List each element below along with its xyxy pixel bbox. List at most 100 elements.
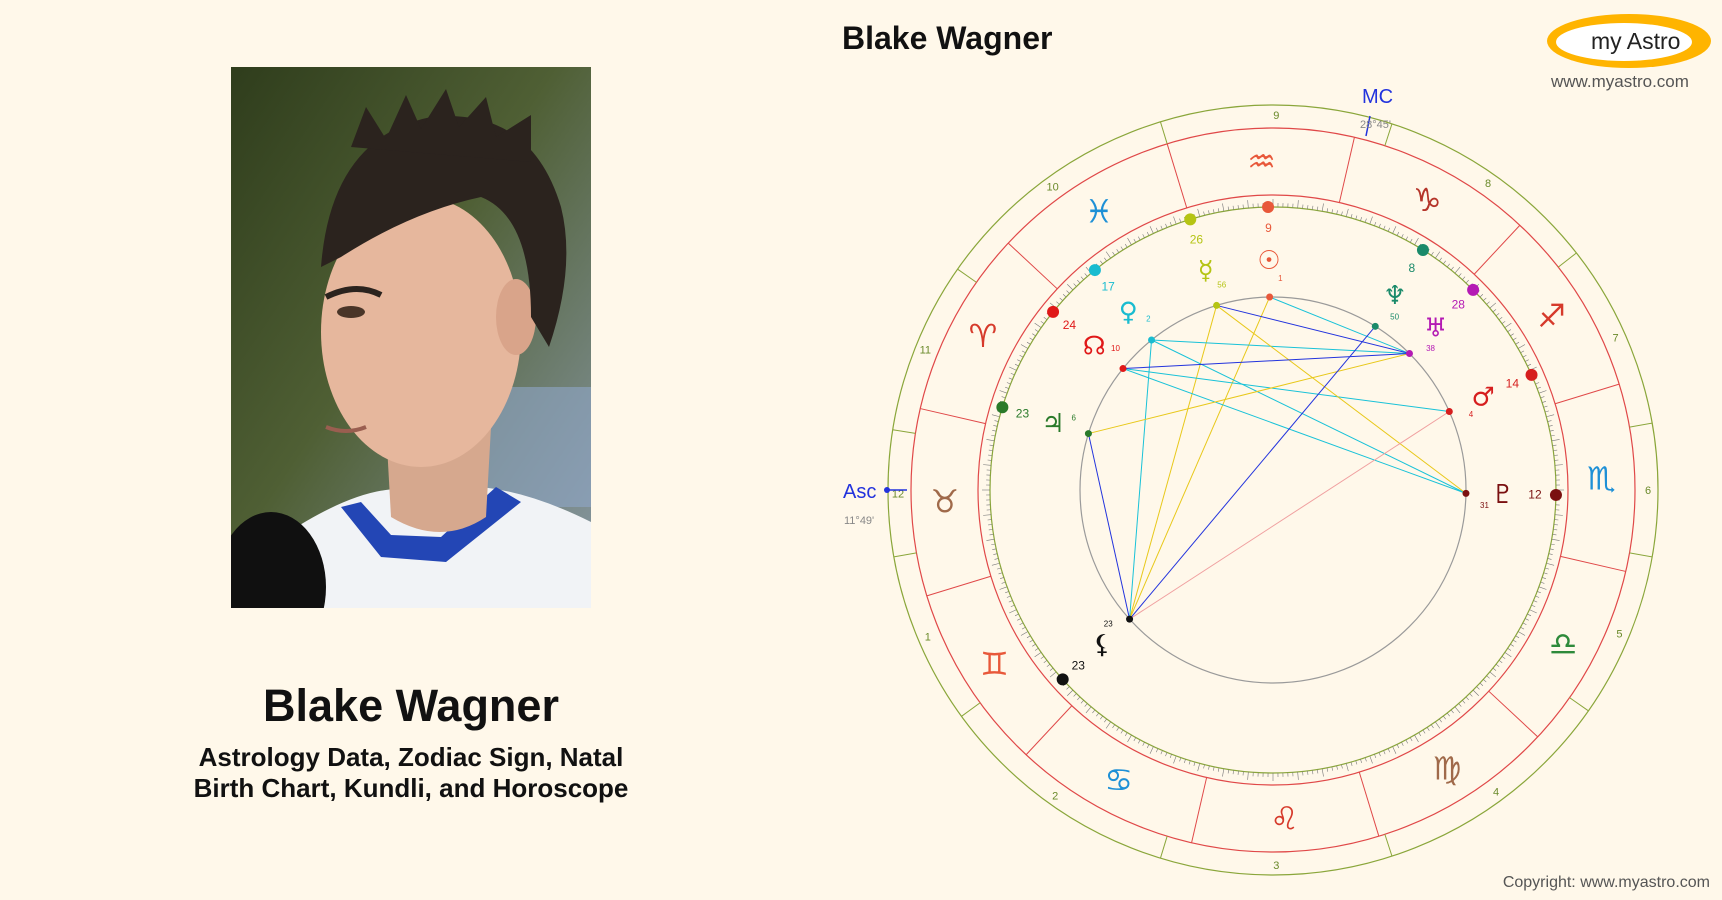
mercury-aspect-dot <box>1213 301 1221 309</box>
degree-tick <box>1331 766 1333 771</box>
sign-divider <box>1007 242 1058 290</box>
degree-tick <box>1312 770 1314 775</box>
degree-tick <box>998 572 1003 575</box>
degree-tick <box>1544 567 1549 570</box>
aspect-line <box>1129 305 1218 620</box>
degree-tick <box>1396 231 1400 236</box>
house-cusp <box>892 429 916 434</box>
degree-tick <box>1551 439 1560 442</box>
degree-tick <box>1165 223 1168 228</box>
degree-tick <box>1127 734 1132 743</box>
degree-tick <box>1066 686 1070 690</box>
degree-tick <box>1137 739 1141 744</box>
degree-tick <box>1350 214 1353 219</box>
degree-tick <box>1034 329 1039 332</box>
neptune-aspect-dot <box>1371 322 1379 330</box>
degree-tick <box>1531 604 1536 608</box>
degree-tick <box>1104 718 1107 723</box>
degree-tick <box>1080 276 1084 280</box>
house-number: 4 <box>1493 786 1499 798</box>
degree-tick <box>1510 643 1514 647</box>
degree-tick <box>1512 639 1517 643</box>
degree-tick <box>1527 613 1532 617</box>
degree-tick <box>1004 386 1009 389</box>
degree-tick <box>988 449 993 451</box>
degree-tick <box>1486 675 1490 679</box>
house-number: 2 <box>1052 790 1058 802</box>
chart-title: Blake Wagner <box>842 20 1053 56</box>
degree-tick <box>1247 200 1249 209</box>
venus-minute-label: 2 <box>1146 314 1151 323</box>
degree-tick <box>1369 755 1373 764</box>
site-url[interactable]: www.myastro.com <box>1551 72 1689 91</box>
degree-tick <box>1032 333 1036 337</box>
north-node-icon: ☊ <box>1083 331 1106 361</box>
degree-tick <box>1341 764 1343 769</box>
degree-tick <box>1414 237 1419 246</box>
degree-tick <box>1160 225 1163 230</box>
pluto-icon: ♇ <box>1491 480 1514 510</box>
north-node-degree-label: 24 <box>1063 318 1077 332</box>
degree-tick <box>1383 750 1386 755</box>
aspect-line <box>1216 305 1467 494</box>
degree-tick <box>1084 273 1088 277</box>
degree-tick <box>1188 760 1191 765</box>
mc-label: MC <box>1362 86 1393 108</box>
sign-divider <box>1560 555 1626 572</box>
jupiter-icon: ♃ <box>1041 409 1064 439</box>
degree-tick <box>1019 354 1024 358</box>
degree-tick <box>1550 434 1555 437</box>
degree-tick <box>1446 263 1450 268</box>
venus-position-dot <box>1088 264 1101 277</box>
degree-tick <box>1316 769 1319 774</box>
sign-cancer-icon: ♋ <box>1104 761 1133 799</box>
degree-tick <box>1501 656 1506 659</box>
degree-tick <box>1029 337 1034 341</box>
degree-tick <box>1465 279 1469 284</box>
degree-tick <box>1401 234 1404 238</box>
myastro-logo[interactable]: my Astro <box>1544 11 1715 71</box>
mars-position-dot <box>1525 368 1538 381</box>
degree-tick <box>1197 763 1201 772</box>
sun-icon: ☉ <box>1257 246 1280 276</box>
degree-tick <box>983 464 992 466</box>
lilith-icon: ⚸ <box>1093 630 1112 660</box>
degree-tick <box>1439 718 1442 723</box>
degree-tick <box>1510 333 1514 337</box>
degree-tick <box>1495 663 1500 667</box>
degree-tick <box>1355 760 1358 765</box>
pluto-minute-label: 31 <box>1480 501 1489 510</box>
degree-tick <box>1092 709 1096 714</box>
degree-tick <box>1547 558 1552 560</box>
degree-tick <box>1550 543 1555 546</box>
page-subtitle: Astrology Data, Zodiac Sign, Natal Birth… <box>0 742 822 804</box>
degree-tick <box>1543 572 1548 575</box>
aspect-line <box>1087 433 1131 620</box>
jupiter-position-dot <box>996 401 1009 414</box>
degree-tick <box>1100 260 1103 265</box>
degree-tick <box>1014 363 1019 367</box>
degree-tick <box>994 558 999 560</box>
degree-tick <box>1553 449 1558 451</box>
degree-tick <box>997 567 1002 570</box>
degree-tick <box>1479 682 1484 686</box>
degree-tick <box>1431 251 1434 256</box>
degree-tick <box>1364 757 1367 762</box>
sign-virgo-icon: ♍ <box>1433 750 1462 788</box>
degree-tick <box>1435 251 1441 259</box>
degree-tick <box>1483 679 1487 683</box>
degree-tick <box>1546 414 1555 418</box>
degree-tick <box>1538 586 1547 590</box>
degree-tick <box>1084 703 1088 707</box>
degree-tick <box>1443 715 1446 720</box>
degree-tick <box>1004 591 1009 594</box>
jupiter-aspect-dot <box>1084 430 1092 438</box>
house-number: 5 <box>1616 629 1622 641</box>
degree-tick <box>1540 581 1545 584</box>
degree-tick <box>1374 754 1377 759</box>
pluto-degree-label: 12 <box>1528 488 1542 502</box>
degree-tick <box>1077 696 1081 701</box>
degree-tick <box>1034 652 1042 658</box>
profile-photo <box>231 67 591 608</box>
degree-tick <box>1498 317 1503 320</box>
